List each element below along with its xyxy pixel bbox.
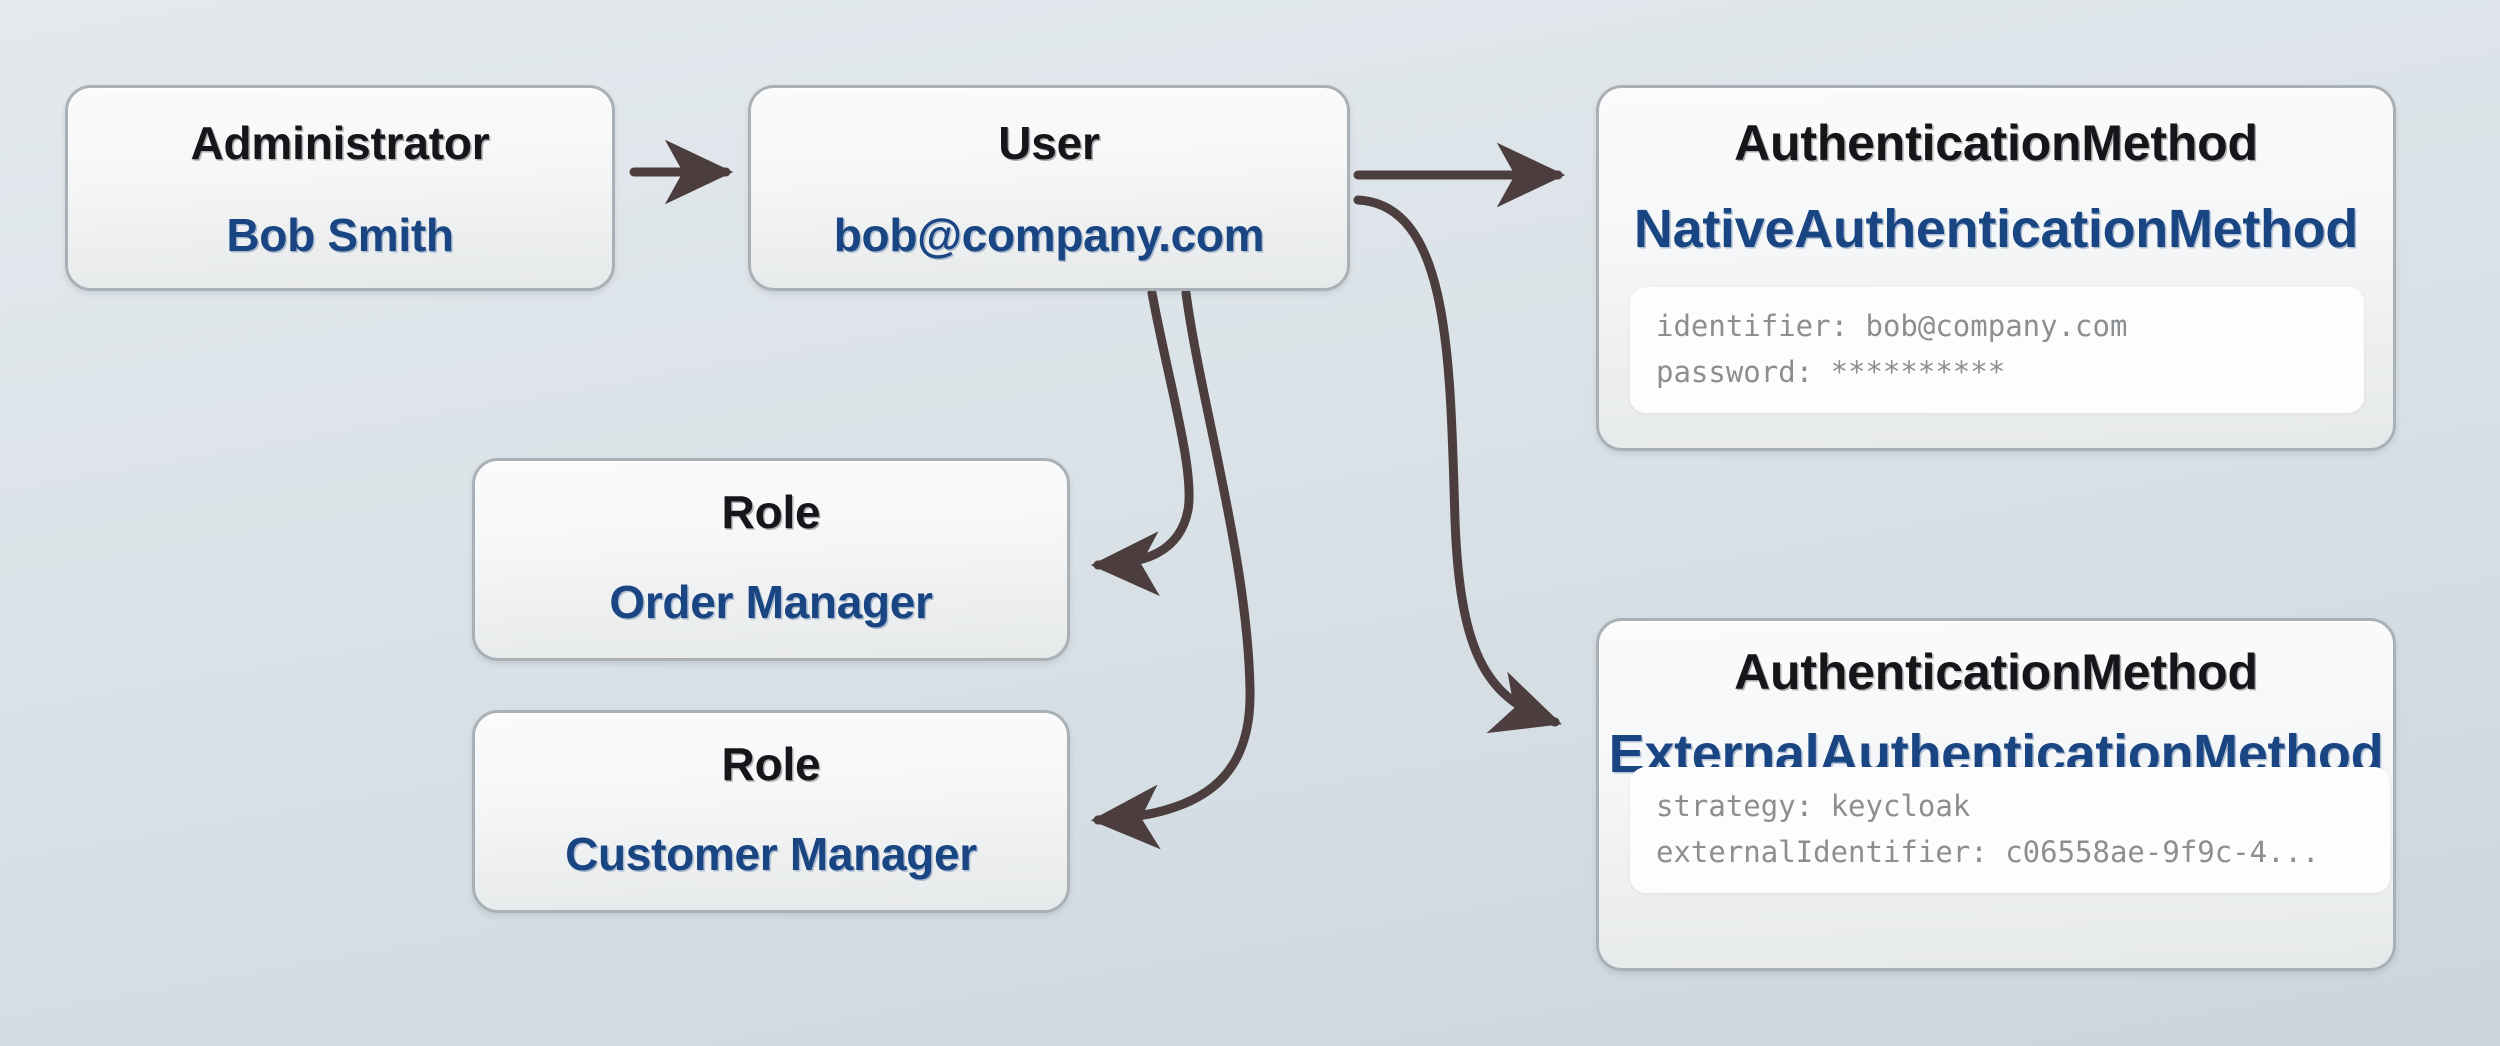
connector-user-to-role-order-manager — [1090, 288, 1194, 597]
node-administrator-value: Bob Smith — [226, 209, 454, 261]
node-role-customer-manager-type: Role — [721, 738, 821, 790]
node-role-order-manager-value: Order Manager — [609, 576, 933, 628]
node-user[interactable]: User bob@company.com — [748, 85, 1350, 291]
node-auth-native-type: AuthenticationMethod — [1734, 115, 2258, 171]
node-role-customer-manager[interactable]: Role Customer Manager — [472, 710, 1070, 913]
connector-user-to-auth-external — [1353, 195, 1562, 734]
node-role-order-manager-type: Role — [721, 486, 821, 538]
node-auth-native-value: NativeAuthenticationMethod — [1633, 199, 2359, 259]
node-auth-external-type: AuthenticationMethod — [1734, 644, 2258, 700]
node-auth-native[interactable]: AuthenticationMethod NativeAuthenticatio… — [1596, 85, 2396, 451]
node-administrator[interactable]: Administrator Bob Smith — [65, 85, 615, 291]
node-role-order-manager[interactable]: Role Order Manager — [472, 458, 1070, 661]
node-user-value: bob@company.com — [833, 209, 1265, 261]
node-auth-external-details: strategy: keycloak externalIdentifier: c… — [1630, 767, 2390, 893]
node-auth-native-detail-identifier: identifier: bob@company.com — [1656, 309, 2128, 343]
node-auth-native-detail-password: password: ********** — [1656, 355, 2006, 389]
node-role-customer-manager-value: Customer Manager — [565, 828, 977, 880]
node-auth-native-details: identifier: bob@company.com password: **… — [1630, 287, 2364, 413]
node-auth-external-detail-strategy: strategy: keycloak — [1656, 789, 1971, 823]
connector-user-to-role-customer-manager — [1090, 288, 1255, 850]
node-user-type: User — [998, 117, 1100, 169]
node-auth-external-detail-external-identifier: externalIdentifier: c06558ae-9f9c-4... — [1656, 835, 2320, 869]
node-administrator-type: Administrator — [190, 117, 490, 169]
